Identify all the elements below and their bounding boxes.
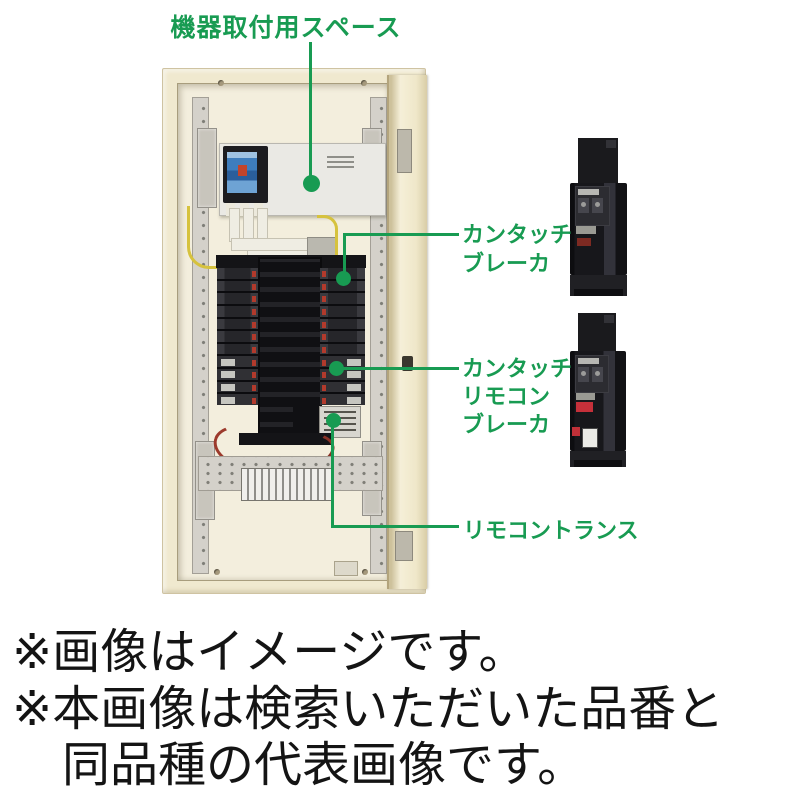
assembly-bottom-bar [239,433,333,445]
remote-breaker-unit [217,394,258,406]
callout-kantouch-breaker-line [343,233,459,236]
callout-kantouch-breaker-dot [336,271,351,286]
breaker-unit [217,331,258,344]
panel-cabinet [162,68,427,594]
remote-breaker-unit [320,394,365,406]
screw-dot [362,569,368,575]
callout-transformer-line [331,525,459,528]
branch-breaker-assembly [216,255,366,445]
screw-dot [218,80,224,86]
breaker-base [570,275,627,296]
terminal-screw [592,367,603,382]
callout-remote-breaker-dot [329,361,344,376]
red-indicator [572,427,580,436]
breaker-unit [320,343,365,357]
door-latch-top [397,129,412,173]
busbar [243,208,254,242]
plate-spec-label [327,156,354,170]
breaker-top-cap [578,313,616,351]
breaker-unit [320,280,365,294]
breaker-unit [217,280,258,294]
breaker-unit [217,293,258,306]
breaker-terminal-face [575,186,610,226]
remote-breaker-unit [320,381,365,395]
red-label [576,402,593,412]
yellow-wire [317,215,338,260]
breaker-unit [320,331,365,344]
disclaimer-line-1: ※画像はイメージです。 [12,626,527,679]
kantouch-remote-breaker-photo [570,313,628,467]
rating-label [578,358,599,364]
main-breaker [223,146,268,216]
center-busbar-column [258,257,322,443]
cabinet-door-open [387,75,427,589]
remote-breaker-unit [217,369,258,382]
terminal-screw [592,198,603,213]
breaker-unit [217,268,258,281]
kantouch-breaker-photo [570,138,628,296]
callout-kantouch-breaker-label: カンタッチ ブレーカ [462,222,573,276]
breaker-unit [320,318,365,332]
busbar [257,208,268,242]
door-handle-slot [402,356,413,371]
callout-transformer-dot [326,413,341,428]
screw-dot [214,569,220,575]
disclaimer-line-3: 同品種の代表画像です。 [62,739,586,792]
remote-breaker-unit [217,381,258,395]
breaker-unit [217,318,258,332]
callout-mounting-space-label: 機器取付用スペース [170,14,402,42]
terminal-block [241,468,333,501]
breaker-terminal-face [575,355,609,393]
breaker-unit [320,305,365,319]
breaker-unit [217,305,258,319]
callout-remote-breaker-label: カンタッチ リモコン ブレーカ [462,356,573,437]
breaker-column-left [217,268,258,406]
breaker-top-cap [578,138,618,183]
screw-dot [361,80,367,86]
callout-mounting-space-dot [303,175,320,192]
terminal-screw [578,367,589,382]
breaker-unit [320,293,365,306]
breaker-base [570,451,626,467]
callout-mounting-space-line [309,42,312,176]
cabinet-bottom-label [334,561,358,576]
model-label [576,393,595,400]
handle-mark [577,238,591,246]
breaker-unit [217,343,258,357]
door-latch-bottom [395,531,413,561]
remote-breaker-unit [217,356,258,370]
disclaimer-line-2: ※本画像は検索いただいた品番と [12,683,725,736]
terminal-screw [578,198,589,213]
remote-switch [582,428,598,448]
main-breaker-face [227,152,257,193]
model-label [576,226,596,234]
callout-transformer-line [331,421,334,528]
callout-remote-breaker-line [336,367,459,370]
rating-label [578,189,599,195]
yellow-wire [187,206,234,269]
callout-kantouch-breaker-line [343,233,346,278]
callout-transformer-label: リモコントランス [463,518,639,543]
bracket-top-left [197,128,217,208]
breaker-column-right [320,268,365,406]
